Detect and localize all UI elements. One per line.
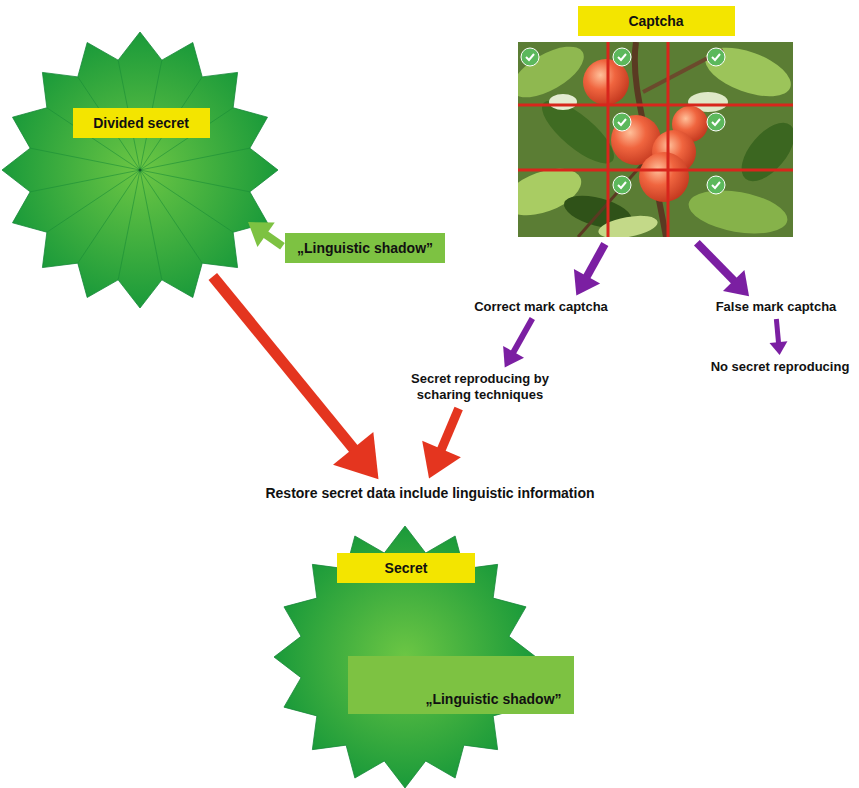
secret-star: Secret„Linguistic shadow” (273, 525, 537, 788)
arrow-connector (574, 244, 605, 296)
false-mark-text: False mark captcha (716, 299, 837, 315)
arrow-connector (422, 409, 461, 479)
node-label: No secret reproducing (711, 359, 850, 375)
arrow-shaft (213, 276, 354, 449)
arrow-connector (213, 276, 379, 479)
check-marks (521, 48, 725, 194)
captcha-grid (518, 42, 793, 237)
star-shape (2, 32, 278, 308)
node-label: Secret reproducing by scharing technique… (385, 371, 575, 403)
no-secret-text: No secret reproducing (711, 359, 850, 375)
arrow-connector (503, 318, 532, 367)
yellow-label: Captcha (578, 6, 735, 36)
box-label: „Linguistic shadow” (425, 689, 561, 709)
box-label: „Linguistic shadow” (297, 238, 433, 258)
arrow-connector (697, 243, 749, 296)
photo-background (518, 42, 793, 237)
arrow-head (248, 222, 275, 247)
arrow-shaft (441, 409, 459, 450)
arrow-head (422, 441, 461, 479)
reproducing-text: Secret reproducing by scharing technique… (385, 371, 575, 403)
arrow-head (723, 270, 749, 296)
correct-mark-text: Correct mark captcha (474, 299, 608, 315)
apricot-fruits (583, 59, 708, 202)
linguistic-shadow-box: „Linguistic shadow” (348, 656, 573, 714)
arrow-shaft (265, 234, 282, 246)
yellow-label: Divided secret (73, 108, 210, 138)
arrow-connector (769, 319, 787, 355)
star-outline (0, 30, 280, 310)
arrow-head (333, 432, 378, 479)
arrow-shaft (697, 243, 735, 281)
node-label: Restore secret data include linguistic i… (265, 484, 594, 502)
captcha-panel: Captcha (518, 6, 793, 237)
arrow-head (574, 269, 600, 296)
node-label: Correct mark captcha (474, 299, 608, 315)
arrow-connector (248, 222, 282, 247)
linguistic-shadow-box: „Linguistic shadow” (285, 233, 445, 263)
arrow-shaft (776, 319, 778, 343)
yellow-label: Secret (337, 553, 475, 583)
arrow-shaft (513, 318, 532, 352)
restore-text: Restore secret data include linguistic i… (265, 484, 594, 502)
arrow-shaft (587, 244, 605, 277)
arrow-head (769, 341, 787, 355)
division-lines (30, 60, 250, 280)
divided-secret-star: Divided secret (0, 30, 280, 310)
node-label: False mark captcha (716, 299, 837, 315)
captcha-photo (518, 42, 793, 237)
arrow-head (503, 346, 524, 368)
